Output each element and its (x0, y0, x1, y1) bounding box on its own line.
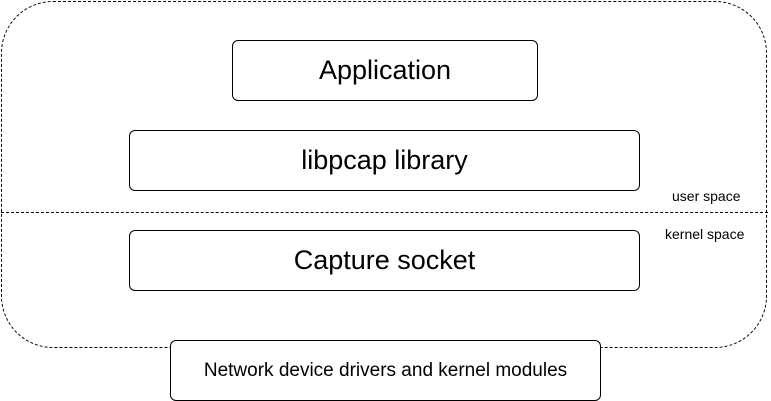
kernel-space-label: kernel space (665, 226, 745, 242)
network-drivers-label: Network device drivers and kernel module… (203, 359, 568, 381)
libpcap-library-box: libpcap library (129, 130, 640, 191)
user-space-label: user space (672, 188, 741, 204)
capture-socket-box: Capture socket (129, 230, 640, 291)
application-box: Application (232, 40, 538, 101)
network-drivers-box: Network device drivers and kernel module… (170, 340, 601, 401)
capture-socket-label: Capture socket (293, 245, 476, 275)
user-kernel-divider (1, 212, 768, 213)
libpcap-library-label: libpcap library (301, 145, 468, 175)
application-label: Application (318, 55, 452, 85)
